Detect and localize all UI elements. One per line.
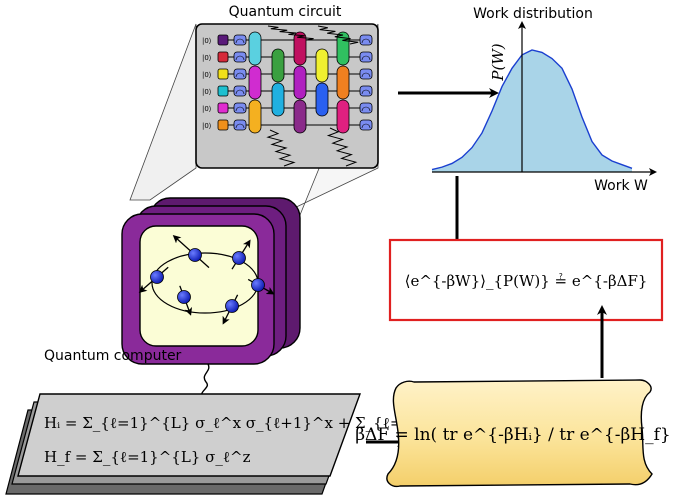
measurement-gate [233,51,247,63]
noise-squiggle [267,25,314,41]
two-qubit-gate [293,99,307,134]
qubit-state [217,85,229,97]
chart-plot [431,21,657,176]
measurement-gate [359,34,373,46]
spin-site [150,270,164,284]
measurement-gate [233,34,247,46]
two-qubit-gate [315,82,329,117]
jarzynski-border [388,238,664,322]
input-state-label: |0⟩ [202,122,212,130]
qubit-state [217,34,229,46]
spin-site [232,251,246,265]
two-qubit-gate [293,65,307,100]
measurement-gate [359,102,373,114]
measurement-gate [359,85,373,97]
qubit-state [217,51,229,63]
two-qubit-gate [271,48,285,83]
input-state-label: |0⟩ [202,88,212,96]
qubit-state [217,68,229,80]
spin-site [251,278,265,292]
jarzynski-box: ⟨e^{-βW}⟩_{P(W)} ≟ e^{-βΔF} [388,238,664,322]
two-qubit-gate [336,31,350,66]
two-qubit-gate [248,99,262,134]
qubit-state [217,102,229,114]
qubit-state [217,119,229,131]
spin-chain [138,234,275,325]
circuit-title: Quantum circuit [229,4,342,20]
hamiltonian-final: H_f = Σ_{ℓ=1}^{L} σ_ℓ^z [44,448,251,466]
free-energy-scroll: βΔF = ln( tr e^{-βHᵢ} / tr e^{-βH_f} ) [355,379,675,488]
computer-label: Quantum computer [44,348,182,364]
quantum-computer [121,197,301,365]
two-qubit-gate [293,31,307,66]
distribution-area [432,50,632,172]
two-qubit-gate [336,99,350,134]
jarzynski-formula: ⟨e^{-βW}⟩_{P(W)} ≟ e^{-βΔF} [405,272,648,290]
distribution-line [431,49,633,171]
work-distribution-chart: Work distribution P(W) Work W [431,6,657,194]
free-energy-formula: βΔF = ln( tr e^{-βHᵢ} / tr e^{-βH_f} ) [355,425,675,445]
chart-ylabel: P(W) [489,43,507,81]
input-state-label: |0⟩ [202,105,212,113]
spin-site [225,299,239,313]
noise-squiggle [266,129,296,167]
chart-title: Work distribution [473,6,593,22]
chart-xlabel: Work W [594,178,648,194]
spin-site [188,248,202,262]
noise-squiggle [317,25,359,45]
two-qubit-gate [248,65,262,100]
measurement-gate [233,85,247,97]
hamiltonian-card: Hᵢ = Σ_{ℓ=1}^{L} σ_ℓ^x σ_{ℓ+1}^x + Σ_{ℓ=… [5,393,513,495]
circuit-box: |0⟩ |0⟩ |0⟩ |0⟩ |0⟩ |0⟩ [195,23,379,169]
input-state-label: |0⟩ [202,54,212,62]
two-qubit-gate [336,65,350,100]
measurement-gate [233,119,247,131]
input-state-label: |0⟩ [202,37,212,45]
two-qubit-gate [271,82,285,117]
measurement-gate [233,68,247,80]
measurement-gate [359,68,373,80]
two-qubit-gate [248,31,262,66]
circuit-content: |0⟩ |0⟩ |0⟩ |0⟩ |0⟩ |0⟩ [202,25,373,167]
measurement-gate [233,102,247,114]
input-state-label: |0⟩ [202,71,212,79]
two-qubit-gate [315,48,329,83]
noise-squiggle [326,127,358,167]
spin-site [177,290,191,304]
measurement-gate [359,51,373,63]
measurement-gate [359,119,373,131]
